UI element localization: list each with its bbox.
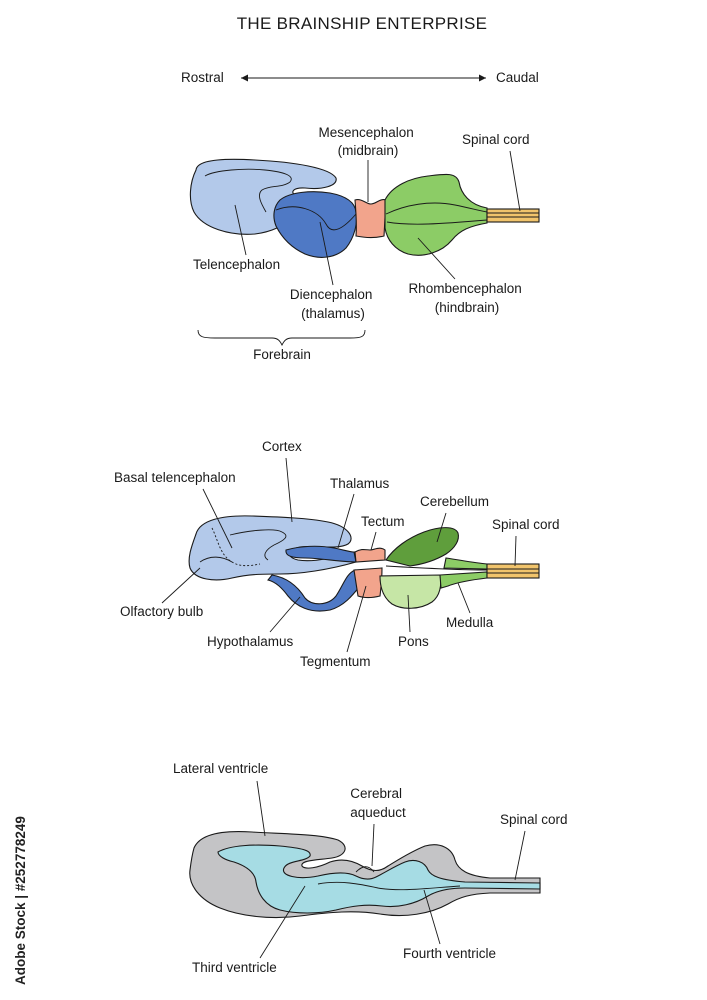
rhombencephalon-inner-lines	[385, 202, 488, 225]
page-title: THE BRAINSHIP ENTERPRISE	[237, 14, 488, 33]
medulla-upper-shape	[443, 557, 488, 570]
cerebellum-label: Cerebellum	[420, 494, 489, 509]
hypothalamus-shape	[267, 569, 361, 612]
thalamus-leader	[337, 493, 355, 549]
fourth-ventricle-label: Fourth ventricle	[403, 946, 496, 961]
lateral-ventricle-label: Lateral ventricle	[173, 761, 268, 776]
diencephalon-shape	[273, 191, 358, 258]
rhombencephalon-shape	[384, 173, 488, 256]
diagram-3-ventricles: Lateral ventricle Cerebral aqueduct Spin…	[173, 761, 568, 975]
spinal-cord-leader-3	[514, 830, 526, 881]
spinal-cord-lines-2	[487, 568, 539, 574]
forebrain-label: Forebrain	[253, 347, 311, 362]
cortex-inner-line	[229, 529, 287, 561]
cortex-leader	[285, 457, 293, 523]
rostral-label: Rostral	[181, 70, 224, 85]
olfactory-bulb-label: Olfactory bulb	[120, 604, 203, 619]
diagram-1-brain-divisions: Rostral Caudal Mesencephalon (midbrain) …	[181, 70, 540, 362]
diencephalon-leader	[319, 221, 334, 286]
basal-telencephalon-label: Basal telencephalon	[114, 470, 236, 485]
olfactory-bulb-leader	[161, 567, 201, 604]
basal-telencephalon-leader	[202, 488, 233, 549]
cerebral-aqueduct-leader	[371, 823, 375, 867]
third-ventricle-leader	[259, 885, 306, 959]
fourth-ventricle-leader	[423, 889, 441, 945]
thalamus-label: Thalamus	[330, 476, 390, 491]
hypothalamus-label: Hypothalamus	[207, 634, 294, 649]
third-ventricle-label: Third ventricle	[192, 960, 277, 975]
pons-leader	[407, 594, 411, 633]
forebrain-brace	[197, 329, 366, 347]
lateral-ventricle-leader	[256, 780, 266, 837]
diencephalon-label: Diencephalon (thalamus)	[290, 287, 376, 321]
cortex-label: Cortex	[262, 439, 302, 454]
hypothalamus-leader	[269, 596, 301, 633]
tegmentum-shape	[353, 567, 383, 599]
tegmentum-label: Tegmentum	[300, 654, 371, 669]
stock-credit-text: Adobe Stock | #252778249	[13, 816, 28, 985]
diagram-2-brain-structures: Cortex Basal telencephalon Thalamus Tect…	[114, 439, 560, 669]
spinal-cord-label-1: Spinal cord	[462, 132, 530, 147]
mesencephalon-label: Mesencephalon (midbrain)	[318, 125, 417, 158]
rhombencephalon-leader	[417, 237, 456, 280]
telencephalon-leader	[234, 204, 247, 256]
cerebral-aqueduct-label: Cerebral aqueduct	[350, 786, 406, 820]
mesencephalon-shape	[354, 199, 387, 239]
spinal-cord-shape-2	[486, 563, 540, 579]
diencephalon-inner-line	[275, 206, 357, 231]
tectum-leader	[370, 531, 377, 551]
rhombencephalon-label: Rhombencephalon (hindbrain)	[408, 281, 525, 315]
axis-arrowhead-left	[241, 74, 248, 82]
ventricle-inner-line	[317, 881, 461, 891]
medulla-leader	[457, 582, 471, 614]
axis-arrowhead-right	[479, 74, 486, 82]
spinal-cord-leader-1	[509, 150, 521, 212]
tegmentum-leader	[346, 585, 367, 653]
spinal-cord-label-3: Spinal cord	[500, 812, 568, 827]
telencephalon-inner-line	[204, 168, 292, 213]
spinal-cord-label-2: Spinal cord	[492, 517, 560, 532]
tectum-label: Tectum	[361, 514, 405, 529]
telencephalon-label: Telencephalon	[193, 257, 280, 272]
pons-shape	[379, 574, 442, 609]
basal-telencephalon-boundary	[211, 527, 261, 567]
spinal-cord-shape	[486, 208, 540, 223]
telencephalon-shape-2	[188, 515, 357, 581]
cerebellum-leader	[436, 512, 447, 543]
aqueduct-inner-line	[355, 866, 375, 873]
pons-label: Pons	[398, 634, 429, 649]
spinal-cord-lines	[487, 212, 539, 218]
tectum-shape	[354, 547, 386, 563]
caudal-label: Caudal	[496, 70, 539, 85]
medulla-shape	[439, 571, 488, 589]
spinal-cord-leader-2	[514, 535, 517, 567]
medulla-label: Medulla	[446, 615, 494, 630]
cerebellum-shape	[385, 527, 459, 567]
brainstem-channel-line	[385, 565, 488, 571]
